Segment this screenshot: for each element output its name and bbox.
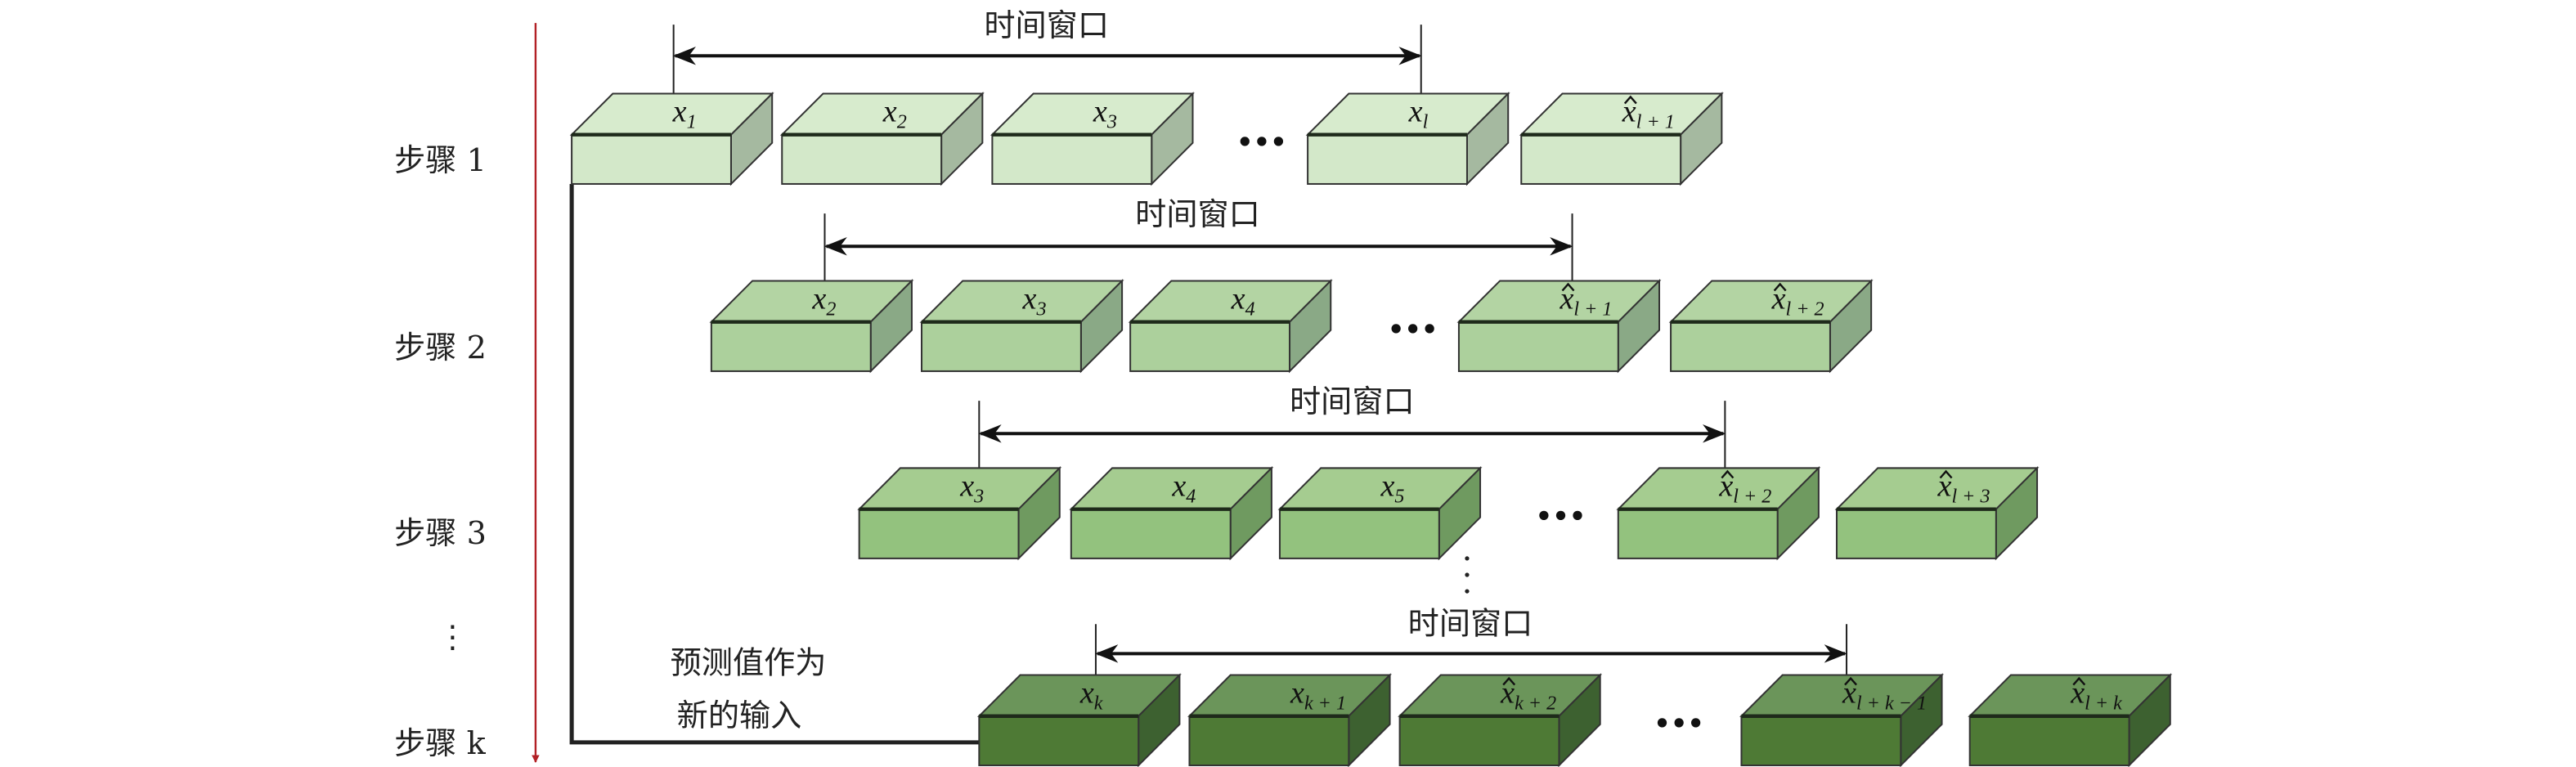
block-front-face xyxy=(1520,133,1682,185)
hat-accent-icon xyxy=(1721,469,1735,479)
time-window-indicator: 时间窗口 xyxy=(672,7,1422,94)
block-front-face xyxy=(978,715,1140,766)
step-label-2: 步骤 2 xyxy=(394,330,487,366)
sequence-block: x2 xyxy=(779,92,985,186)
step-row-4: 时间窗口 xk xk + 1 xk + 2 ••• xl + k − 1 xl + k xyxy=(976,605,2173,767)
sequence-block: xl + 1 xyxy=(1519,92,1724,186)
sequence-block: xl + 2 xyxy=(1668,279,1874,374)
sequence-block: xk + 1 xyxy=(1187,673,1392,767)
block-front-face xyxy=(921,321,1082,372)
block-label: x4 xyxy=(1171,469,1196,508)
block-front-face xyxy=(991,133,1153,185)
horizontal-ellipsis: ••• xyxy=(1388,314,1438,345)
block-label: xk xyxy=(1079,676,1104,715)
feedback-note-line-2: 新的输入 xyxy=(677,697,802,733)
time-window-label: 时间窗口 xyxy=(1135,196,1260,232)
step-vertical-ellipsis: ⋮ xyxy=(437,618,468,654)
sequence-block: xl + k xyxy=(1968,673,2173,767)
block-label: xk + 1 xyxy=(1290,676,1346,715)
sequence-block: x2 xyxy=(709,279,914,374)
feedback-line xyxy=(569,183,980,745)
hat-accent-icon xyxy=(1939,469,1953,479)
hat-accent-icon xyxy=(1502,676,1516,686)
hat-accent-icon xyxy=(1561,282,1575,292)
block-label: x2 xyxy=(811,282,836,321)
sequence-block: x4 xyxy=(1069,466,1274,561)
block-label: x3 xyxy=(1022,282,1047,321)
block-label: xl + 1 xyxy=(1559,282,1612,321)
block-front-face xyxy=(781,133,943,185)
time-window-label: 时间窗口 xyxy=(984,7,1109,43)
step-label-3: 步骤 3 xyxy=(394,515,487,551)
block-front-face xyxy=(1968,715,2130,766)
sequence-block: xl + 1 xyxy=(1456,279,1662,374)
step-row-1: 时间窗口 x1 x2 x3 ••• xl xl + 1 xyxy=(569,7,1724,186)
horizontal-ellipsis: ••• xyxy=(1236,127,1287,158)
time-window-indicator: 时间窗口 xyxy=(824,196,1573,281)
time-window-label: 时间窗口 xyxy=(1408,605,1533,641)
sequence-block: xl + 3 xyxy=(1834,466,2040,561)
block-label: xl xyxy=(1408,95,1429,133)
hat-accent-icon xyxy=(2072,676,2086,686)
sequence-block: xk xyxy=(976,673,1182,767)
block-front-face xyxy=(1835,508,1997,559)
sequence-block: x3 xyxy=(919,279,1124,374)
block-label: x2 xyxy=(882,95,907,133)
sequence-block: xl + k − 1 xyxy=(1739,673,1944,767)
sequence-block: x1 xyxy=(569,92,774,186)
block-label: xl + k − 1 xyxy=(1842,676,1927,715)
sequence-block: x3 xyxy=(857,466,1062,561)
hat-accent-icon xyxy=(1623,95,1637,105)
hat-accent-icon xyxy=(1773,282,1787,292)
block-front-face xyxy=(1129,321,1291,372)
step-label-k: 步骤 k xyxy=(394,725,486,761)
horizontal-ellipsis: ••• xyxy=(1654,708,1704,739)
step-label-1: 步骤 1 xyxy=(394,142,487,178)
sequence-block: x4 xyxy=(1128,279,1333,374)
block-label: x5 xyxy=(1380,469,1405,508)
feedback-note-line-1: 预测值作为 xyxy=(671,645,827,681)
block-front-face xyxy=(1740,715,1902,766)
block-front-face xyxy=(1278,508,1440,559)
block-front-face xyxy=(858,508,1020,559)
sequence-block: xl xyxy=(1305,92,1510,186)
sequence-block: x5 xyxy=(1277,466,1483,561)
block-front-face xyxy=(571,133,732,185)
block-front-face xyxy=(1307,133,1468,185)
row-vertical-ellipsis xyxy=(1465,556,1470,594)
block-front-face xyxy=(1670,321,1831,372)
horizontal-ellipsis: ••• xyxy=(1536,501,1586,532)
block-front-face xyxy=(1617,508,1779,559)
hat-accent-icon xyxy=(1844,676,1857,686)
sequence-block: x3 xyxy=(990,92,1195,186)
block-front-face xyxy=(710,321,872,372)
block-label: xl + 2 xyxy=(1718,469,1771,508)
block-front-face xyxy=(1457,321,1619,372)
block-label: xl + k xyxy=(2070,676,2123,715)
step-row-3: 时间窗口 x3 x4 x5 ••• xl + 2 xl + 3 xyxy=(857,384,2040,561)
block-label: x3 xyxy=(959,469,984,508)
time-window-indicator: 时间窗口 xyxy=(1094,605,1848,675)
time-window-label: 时间窗口 xyxy=(1290,384,1415,419)
step-row-2: 时间窗口 x2 x3 x4 ••• xl + 1 xl + 2 xyxy=(709,196,1874,374)
block-label: x3 xyxy=(1093,95,1117,133)
time-window-indicator: 时间窗口 xyxy=(978,384,1726,469)
block-label: x4 xyxy=(1231,282,1255,321)
sequence-block: xk + 2 xyxy=(1398,673,1603,767)
sequence-block: xl + 2 xyxy=(1616,466,1821,561)
block-front-face xyxy=(1188,715,1350,766)
block-label: x1 xyxy=(672,95,697,133)
block-front-face xyxy=(1398,715,1560,766)
block-front-face xyxy=(1070,508,1232,559)
